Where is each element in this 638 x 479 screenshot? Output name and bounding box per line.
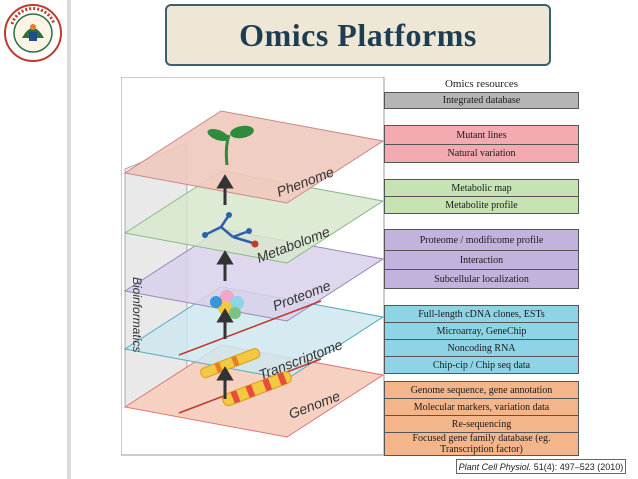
- title-banner: Omics Platforms: [165, 4, 551, 66]
- page-title: Omics Platforms: [239, 16, 477, 53]
- resource-subcellular-localization: Subcellular localization: [384, 269, 579, 289]
- seedling-icon: [207, 125, 254, 166]
- resource-focused-gene-family: Focused gene family database (eg. Transc…: [384, 432, 579, 456]
- resource-full-length-cdna: Full-length cDNA clones, ESTs: [384, 305, 579, 323]
- genome-chromosome-icon: [222, 371, 292, 407]
- resources-header: Omics resources: [444, 78, 518, 90]
- layer-arrows: [216, 174, 234, 399]
- resource-mutant-lines: Mutant lines: [384, 125, 579, 145]
- transcript-icon: [200, 347, 261, 379]
- resource-molecular-markers: Molecular markers, variation data: [384, 398, 579, 416]
- left-divider: [67, 0, 71, 479]
- citation-ref: 51(4): 497–523 (2010): [533, 461, 624, 472]
- resource-chip-seq: Chip-cip / Chip seq data: [384, 356, 579, 374]
- citation-journal: Plant Cell Physiol.: [458, 461, 532, 472]
- resource-metabolic-map: Metabolic map: [384, 179, 579, 197]
- protein-icon: [210, 290, 244, 319]
- resource-resequencing: Re-sequencing: [384, 415, 579, 433]
- resource-noncoding-rna: Noncoding RNA: [384, 339, 579, 357]
- omics-layer-diagram: Phenome Metabolome Proteome Transcriptom…: [121, 77, 385, 456]
- resource-proteome-profile: Proteome / modificome profile: [384, 229, 579, 251]
- university-logo: [4, 4, 62, 62]
- omics-resources-panel: Omics resources Integrated database Muta…: [384, 77, 579, 456]
- transcriptome-plane: [123, 286, 385, 380]
- resource-interaction: Interaction: [384, 250, 579, 270]
- resource-microarray: Microarray, GeneChip: [384, 322, 579, 340]
- citation: Plant Cell Physiol. 51(4): 497–523 (2010…: [456, 459, 626, 474]
- resource-integrated-database: Integrated database: [384, 92, 579, 109]
- label-bioinformatics: Bioinformatics: [130, 277, 144, 352]
- resource-natural-variation: Natural variation: [384, 144, 579, 163]
- resource-metabolite-profile: Metabolite profile: [384, 196, 579, 214]
- resource-genome-sequence: Genome sequence, gene annotation: [384, 381, 579, 399]
- metabolome-plane: [123, 170, 385, 264]
- transcript-strand: [178, 300, 322, 356]
- metabolite-node-red: [251, 240, 259, 248]
- phenome-plane: [123, 110, 385, 204]
